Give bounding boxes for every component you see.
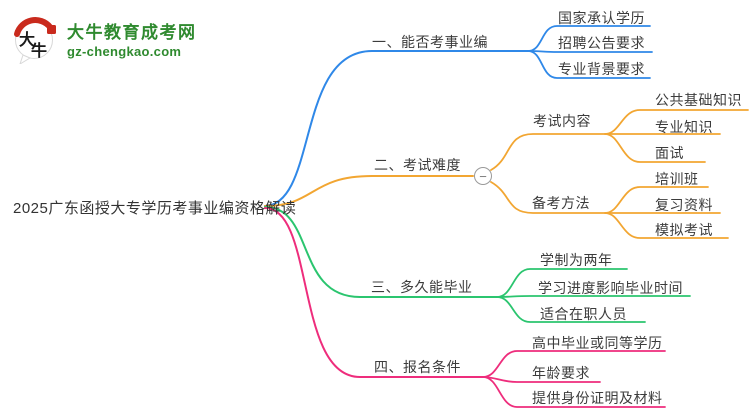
branch2-group1-child3-line — [604, 133, 706, 163]
root-node: 2025广东函授大专学历考事业编资格解读 — [13, 200, 297, 217]
branch1-child3-label: 专业背景要求 — [558, 61, 645, 77]
branch2-group2-child2-label: 复习资料 — [655, 197, 713, 213]
logo-title: 大牛教育成考网 — [67, 22, 197, 42]
logo[interactable]: 大 牛 大牛教育成考网 gz-chengkao.com — [10, 12, 197, 64]
branch3-main-line — [264, 206, 498, 298]
branch4-child2-label: 年龄要求 — [532, 365, 590, 381]
svg-text:大: 大 — [19, 30, 35, 49]
branch2-group2-label: 备考方法 — [532, 195, 590, 211]
branch4-main-line — [264, 207, 484, 378]
branch1-label: 一、能否考事业编 — [372, 34, 488, 50]
branch2-group2-line — [490, 181, 721, 214]
branch2-group1-child2-label: 专业知识 — [655, 119, 713, 135]
branch4-label: 四、报名条件 — [374, 359, 461, 375]
branch3-child3-line — [496, 296, 646, 323]
branch2-group2-child1-line — [604, 186, 709, 214]
branch1-child1-line — [527, 25, 651, 52]
branch2-group2-child3-label: 模拟考试 — [655, 222, 713, 238]
branch3-child1-label: 学制为两年 — [540, 252, 613, 268]
collapse-toggle-icon[interactable]: − — [474, 167, 492, 185]
svg-text:牛: 牛 — [31, 41, 47, 60]
logo-subtitle: gz-chengkao.com — [67, 43, 182, 59]
branch1-child3-line — [527, 50, 651, 79]
branch3-child3-label: 适合在职人员 — [540, 306, 627, 322]
branch2-label: 二、考试难度 — [374, 157, 461, 173]
branch2-group1-label: 考试内容 — [533, 113, 591, 129]
branch2-group1-child1-line — [604, 109, 749, 135]
branch2-group2-child3-line — [604, 212, 729, 239]
branch4-child3-label: 提供身份证明及材料 — [532, 390, 663, 406]
branch2-main-line — [264, 175, 474, 207]
branch3-child2-label: 学习进度影响毕业时间 — [538, 280, 683, 296]
branch1-main-line — [264, 50, 529, 207]
logo-bull-icon: 大 牛 — [14, 17, 56, 64]
branch2-group1-child1-label: 公共基础知识 — [655, 92, 742, 108]
branch2-group1-child3-label: 面试 — [655, 145, 684, 161]
branch2-group1-line — [490, 133, 721, 171]
branch4-child1-label: 高中毕业或同等学历 — [532, 335, 663, 351]
branch3-label: 三、多久能毕业 — [371, 279, 473, 295]
branch1-child2-label: 招聘公告要求 — [558, 35, 645, 51]
branch4-child1-line — [482, 350, 666, 378]
branch3-child1-line — [496, 268, 628, 298]
branch4-child3-line — [482, 376, 666, 408]
branch1-child1-label: 国家承认学历 — [558, 10, 645, 26]
branch2-group2-child1-label: 培训班 — [655, 171, 699, 187]
